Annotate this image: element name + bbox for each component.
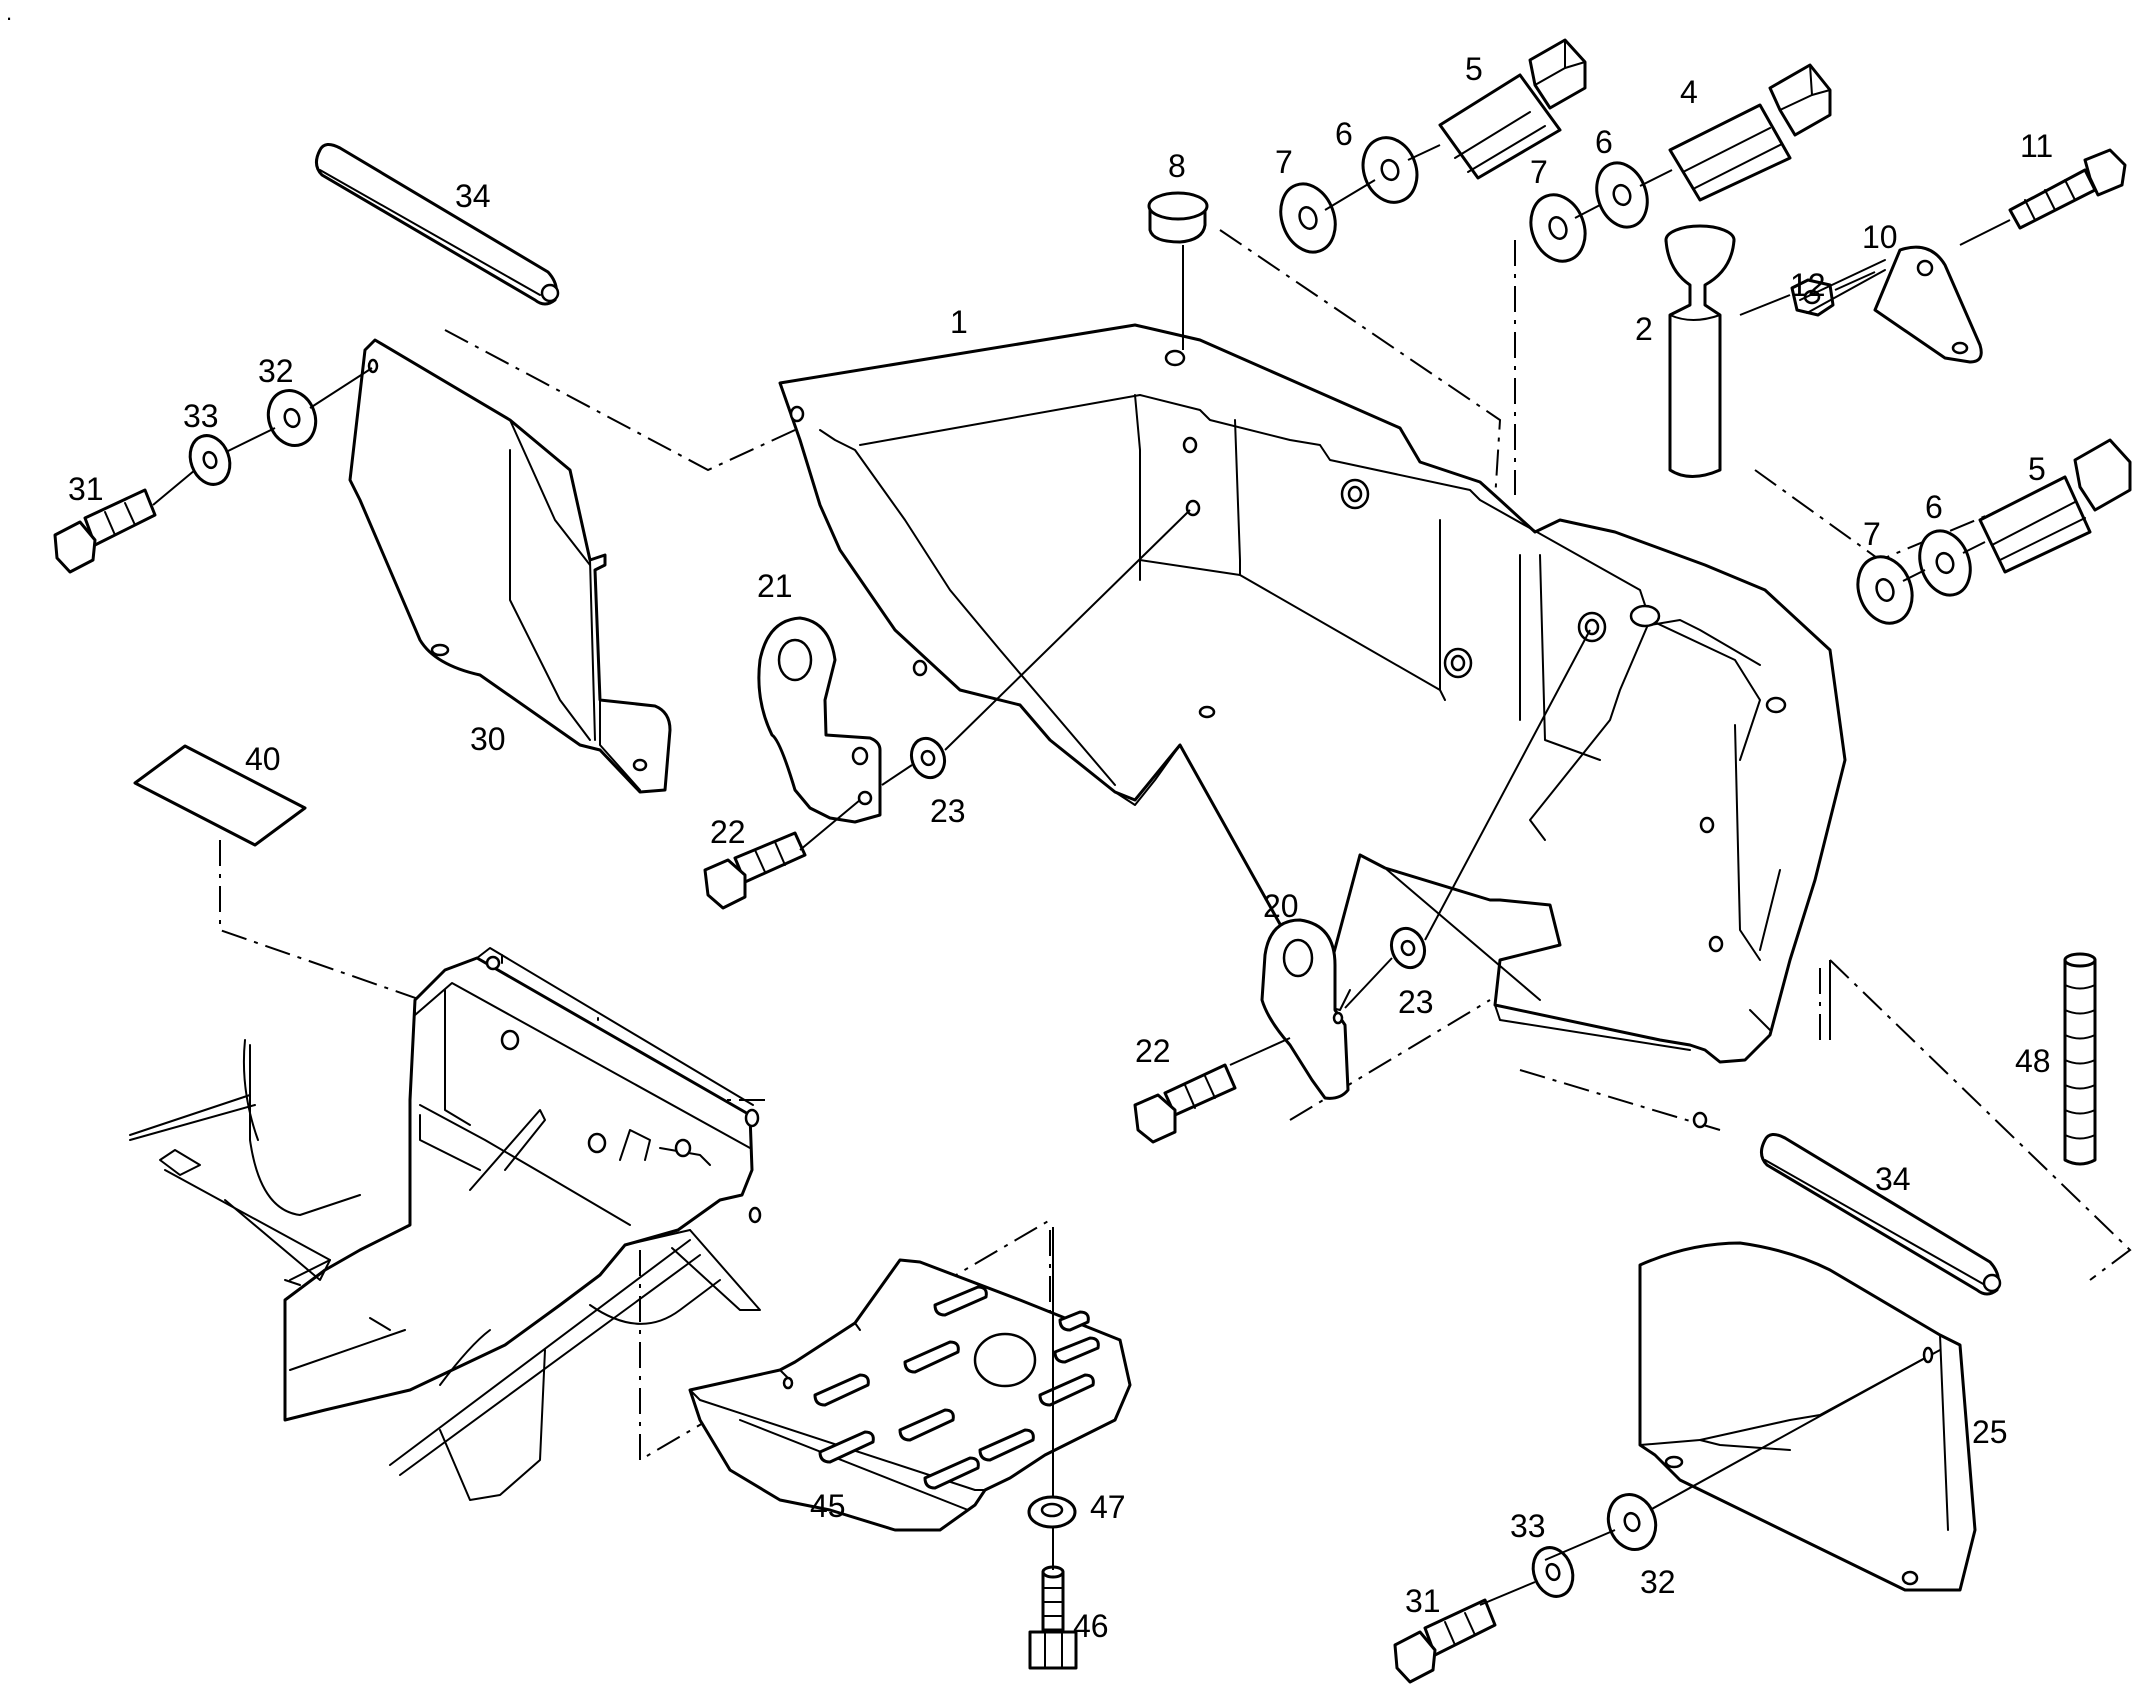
bolt-5-right [1978, 438, 2132, 574]
callout-2: 2 [1635, 311, 1653, 347]
washer-7-top-right [1529, 193, 1587, 263]
pin-2 [1664, 224, 1736, 478]
decal-40 [133, 744, 307, 847]
callout-25: 25 [1972, 1414, 2008, 1450]
callout-34-top: 34 [455, 178, 491, 214]
callout-22-left: 22 [710, 814, 746, 850]
bracket-21 [757, 616, 882, 824]
washer-7-top-left [1279, 182, 1337, 254]
washer-7-right [1856, 555, 1914, 625]
washer-47 [1027, 1495, 1077, 1529]
callout-12: 12 [1790, 267, 1826, 303]
callout-7-right: 7 [1863, 516, 1881, 552]
callout-23-left: 23 [930, 793, 966, 829]
bolt-5-top [1438, 38, 1587, 180]
washer-33-left [188, 434, 232, 486]
callout-32-left: 32 [258, 353, 294, 389]
callout-8: 8 [1168, 148, 1186, 184]
callout-1: 1 [950, 304, 968, 340]
bolt-31-left [53, 488, 157, 574]
callout-23-right: 23 [1398, 984, 1434, 1020]
callout-6-top-right: 6 [1595, 124, 1613, 160]
callout-46: 46 [1073, 1608, 1109, 1644]
plug-8 [1147, 191, 1209, 244]
callout-labels: 1 2 4 5 5 6 6 6 7 7 7 8 10 11 12 20 21 2… [68, 51, 2053, 1644]
callout-10: 10 [1862, 219, 1898, 255]
callout-7-top-left: 7 [1275, 144, 1293, 180]
callout-34-bottom: 34 [1875, 1161, 1911, 1197]
callout-6-right: 6 [1925, 489, 1943, 525]
washer-6-right [1918, 529, 1972, 597]
bolt-4 [1668, 63, 1832, 202]
callout-20: 20 [1263, 888, 1299, 924]
tractor-frame [129, 947, 762, 1501]
washer-33-right [1531, 1546, 1575, 1598]
callout-33-right: 33 [1510, 1508, 1546, 1544]
callout-33-left: 33 [183, 398, 219, 434]
cover-plate-30 [348, 338, 672, 794]
callout-45: 45 [810, 1488, 846, 1524]
callout-7-top-right: 7 [1530, 154, 1548, 190]
callout-31-left: 31 [68, 471, 104, 507]
callout-30: 30 [470, 721, 506, 757]
callout-4: 4 [1680, 74, 1698, 110]
callout-21: 21 [757, 568, 793, 604]
bolt-46 [1028, 1565, 1078, 1670]
pin-48 [2063, 952, 2097, 1166]
bracket-10 [1799, 245, 1983, 364]
washer-6-top-left [1361, 136, 1419, 204]
callout-48: 48 [2015, 1043, 2051, 1079]
bolt-22-right [1133, 1063, 1237, 1144]
bolt-31-right [1393, 1598, 1497, 1684]
washer-6-top-right [1595, 161, 1649, 229]
washer-23-left [909, 736, 947, 780]
callout-40: 40 [245, 741, 281, 777]
callout-22-right: 22 [1135, 1033, 1171, 1069]
callout-11: 11 [2020, 128, 2053, 164]
leader-lines [152, 144, 2011, 1606]
bracket-20 [1260, 918, 1350, 1100]
bolt-11 [2008, 148, 2127, 230]
washer-32-right [1606, 1493, 1658, 1551]
washer-23-right [1389, 926, 1427, 970]
corner-mark: . [6, 0, 13, 25]
callout-6-top-left: 6 [1335, 116, 1353, 152]
callout-5-top: 5 [1465, 51, 1483, 87]
main-bracket [778, 323, 1847, 1129]
rubber-strip-34-bottom [1760, 1133, 2002, 1296]
skid-plate-45 [688, 1258, 1132, 1532]
rubber-strip-34-top [315, 143, 560, 306]
callout-5-right: 5 [2028, 451, 2046, 487]
callout-31-right: 31 [1405, 1583, 1441, 1619]
washer-32-left [266, 389, 318, 447]
bolt-22-left [703, 831, 807, 910]
cover-plate-25 [1638, 1241, 1977, 1592]
callout-47: 47 [1090, 1489, 1126, 1525]
callout-32-right: 32 [1640, 1564, 1676, 1600]
